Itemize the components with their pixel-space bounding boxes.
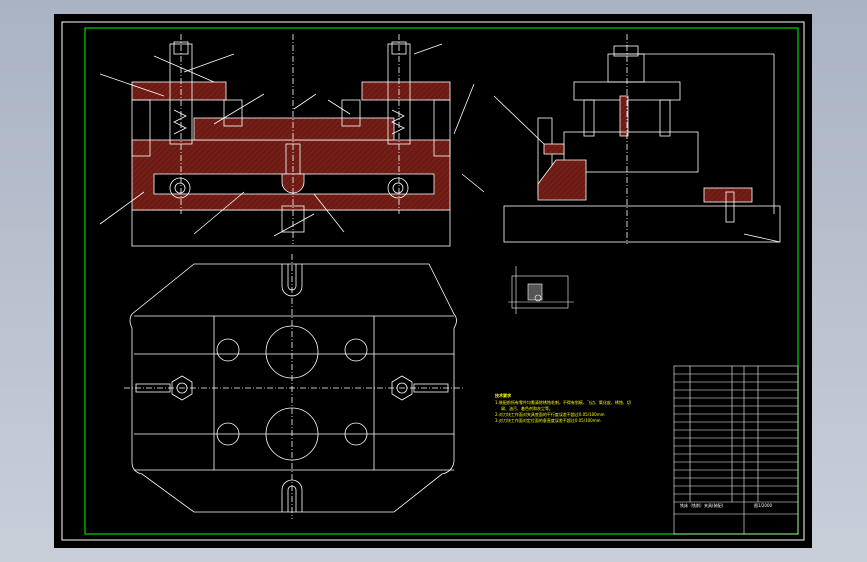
left-nut [171, 375, 193, 401]
tech-requirements-title: 技术要求 [495, 393, 511, 398]
drawing-number: 图1/2000 [754, 503, 773, 508]
tech-requirement-item: 3.对刀块工作面对定位面的垂直度误差不超过0.05/100mm [495, 418, 601, 423]
tech-requirement-item: 屑、油污、着色剂和灰尘等。 [501, 406, 553, 411]
inner-border [84, 27, 799, 535]
left-pivot [169, 177, 191, 199]
locating-pin [281, 173, 305, 194]
side-base [503, 205, 781, 243]
side-clamp-section [537, 159, 587, 201]
tech-requirement-item: 2.对刀块工作面对夹具底面的平行度误差不超过0.05/100mm [495, 412, 605, 417]
tech-requirement-item: 1.装配前所有零件均需清除锈蚀毛刺，不得有划痕、飞边、氧化皮、锈蚀、切 [495, 400, 631, 405]
right-nut [391, 375, 413, 401]
workpiece [193, 117, 395, 141]
side-view [493, 34, 781, 244]
left-clamp-plate [131, 81, 227, 101]
title-block [673, 365, 799, 535]
tenon-section [703, 187, 753, 203]
top-view [124, 254, 464, 519]
outer-frame [61, 21, 805, 541]
base-plate [131, 209, 451, 247]
top-view-outline [129, 263, 457, 513]
detail-view [508, 266, 574, 314]
drawing-sheet: 技术要求 1.装配前所有零件均需清除锈蚀毛刺，不得有划痕、飞边、氧化皮、锈蚀、切… [54, 14, 812, 548]
cad-drawing [61, 21, 805, 541]
drawing-title: 铣床（铣削）夹具(装配) [680, 503, 724, 508]
front-view [99, 34, 485, 247]
right-pivot [387, 177, 409, 199]
right-clamp-plate [361, 81, 451, 101]
